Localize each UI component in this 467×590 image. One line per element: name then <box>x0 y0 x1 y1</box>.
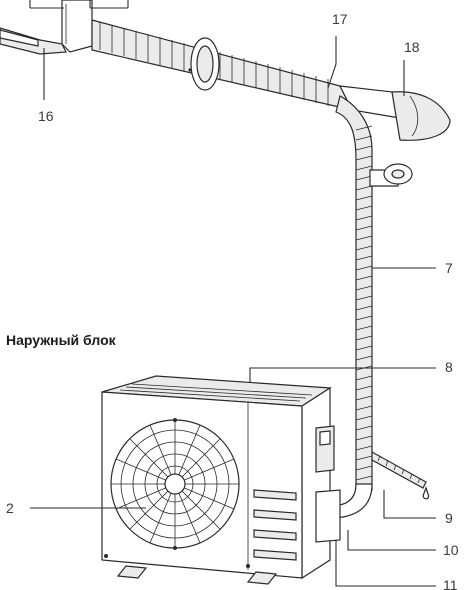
horizontal-insulated-pipe <box>91 19 354 111</box>
label-17: 17 <box>332 11 348 27</box>
drain-hose <box>371 450 430 500</box>
water-drop-icon <box>422 486 430 500</box>
label-9: 9 <box>445 510 453 526</box>
fan-grille-icon <box>110 418 240 550</box>
label-10: 10 <box>443 542 459 558</box>
label-8: 8 <box>445 359 453 375</box>
wall-flange <box>188 37 220 91</box>
label-11: 11 <box>443 577 458 590</box>
label-7: 7 <box>445 260 453 276</box>
tape-roll-icon <box>369 163 413 187</box>
indoor-unit-fragment <box>0 0 129 55</box>
pipe-extension <box>338 85 451 141</box>
leader-lines <box>30 36 436 587</box>
outdoor-unit <box>101 375 341 585</box>
corrugated-vertical-pipe <box>329 95 373 519</box>
label-18: 18 <box>404 39 420 55</box>
outdoor-unit-title: Наружный блок <box>6 332 117 348</box>
label-16: 16 <box>38 108 54 124</box>
label-2: 2 <box>6 500 14 516</box>
